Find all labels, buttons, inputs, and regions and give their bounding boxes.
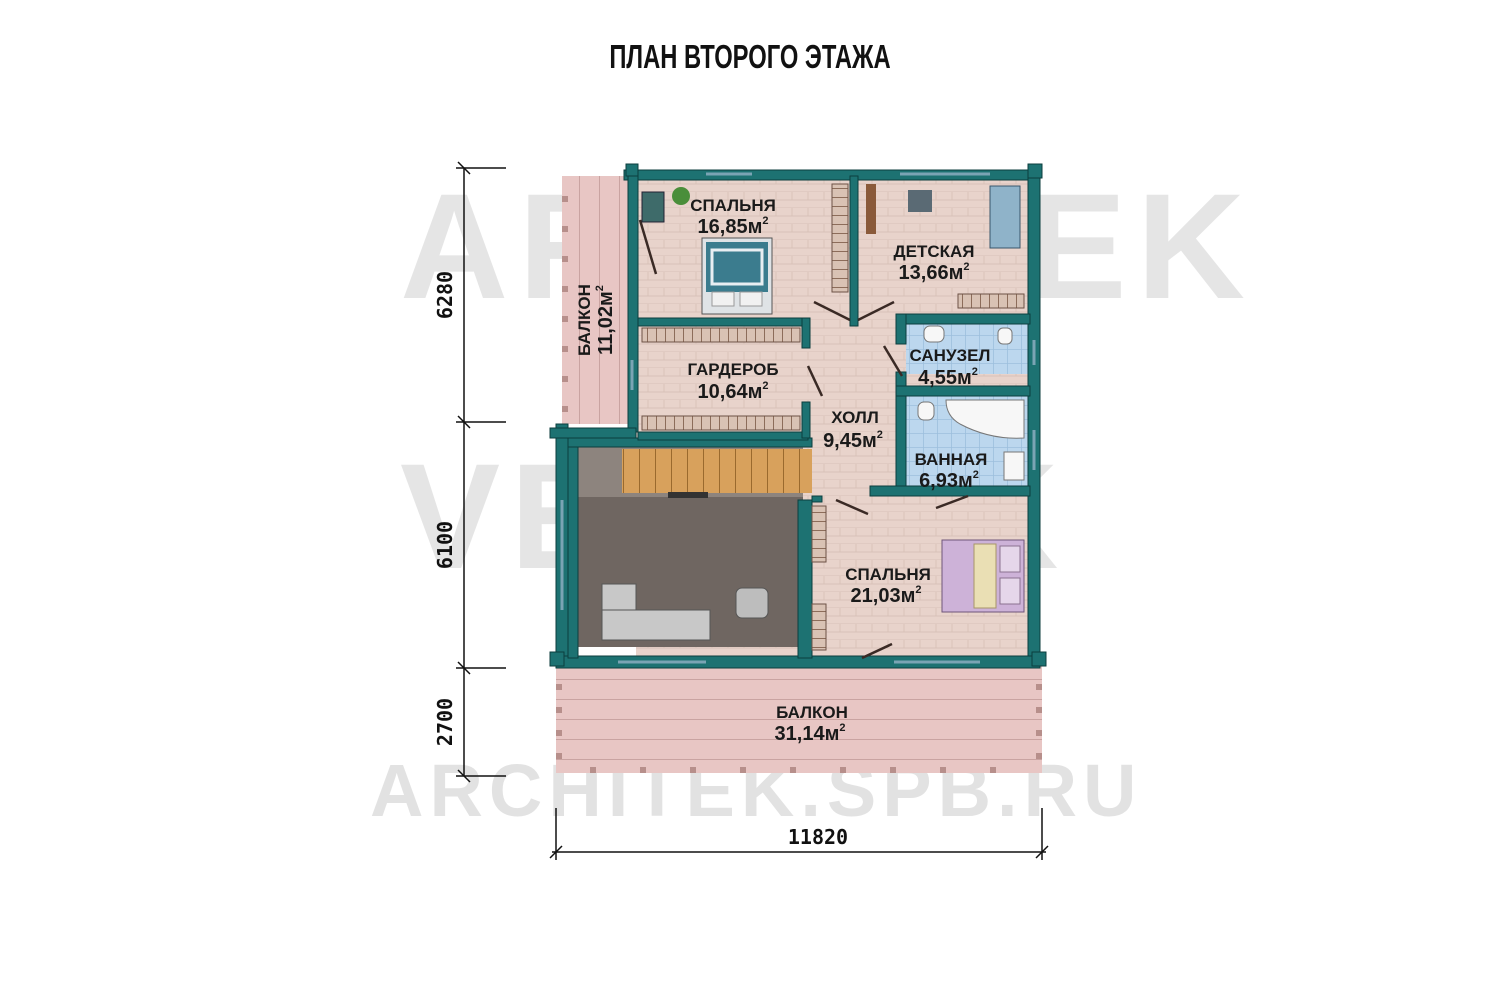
svg-text:9,45м2: 9,45м2: [823, 429, 883, 452]
svg-text:10,64м2: 10,64м2: [698, 380, 769, 403]
plant-icon: [672, 187, 690, 205]
dimension-left-top: 6280: [433, 271, 457, 319]
balcony-side-deck: [562, 176, 628, 424]
tv-icon: [668, 492, 708, 498]
windows: [560, 172, 1036, 664]
dimension-left-middle: 6100: [433, 521, 457, 569]
room-label-bedroom2: СПАЛЬНЯ 21,03м2: [845, 565, 931, 607]
shelf-kids: [957, 293, 1025, 309]
bath-toilet-icon: [917, 401, 935, 421]
wardrobe-shelf-bottom: [641, 415, 801, 431]
svg-text:СПАЛЬНЯ: СПАЛЬНЯ: [690, 196, 776, 215]
svg-text:СПАЛЬНЯ: СПАЛЬНЯ: [845, 565, 931, 584]
svg-text:БАЛКОН: БАЛКОН: [575, 284, 594, 356]
bed-bedroom2: [941, 539, 1025, 613]
svg-text:21,03м2: 21,03м2: [851, 584, 922, 607]
svg-text:ХОЛЛ: ХОЛЛ: [831, 408, 879, 427]
svg-text:4,55м2: 4,55м2: [918, 366, 978, 389]
kids-bed-icon: [989, 185, 1021, 249]
svg-text:ДЕТСКАЯ: ДЕТСКАЯ: [894, 242, 975, 261]
room-label-hall: ХОЛЛ 9,45м2: [823, 408, 883, 452]
dimension-left-bottom: 2700: [433, 698, 457, 746]
bath-sink-icon: [1003, 451, 1025, 481]
shelf-bedroom2-top: [811, 505, 827, 563]
wardrobe-shelf-top: [641, 327, 801, 343]
doors: [638, 219, 969, 660]
desk-icon: [641, 191, 665, 223]
shelf-bedroom1: [831, 183, 849, 293]
svg-text:31,14м2: 31,14м2: [775, 722, 846, 745]
dimension-bottom: 11820: [788, 825, 848, 849]
room-label-wc: САНУЗЕЛ 4,55м2: [910, 346, 991, 389]
room-label-kids: ДЕТСКАЯ 13,66м2: [894, 242, 975, 284]
bed-bedroom1: [701, 237, 773, 315]
room-label-wardrobe: ГАРДЕРОБ 10,64м2: [687, 360, 778, 403]
svg-text:ВАННАЯ: ВАННАЯ: [915, 450, 988, 469]
svg-text:11,02м2: 11,02м2: [594, 285, 617, 355]
svg-text:САНУЗЕЛ: САНУЗЕЛ: [910, 346, 991, 365]
svg-text:БАЛКОН: БАЛКОН: [776, 703, 848, 722]
room-label-bedroom1: СПАЛЬНЯ 16,85м2: [690, 196, 776, 238]
balcony-railing-posts: [556, 196, 1042, 773]
sofa-icon: [601, 583, 711, 641]
svg-text:13,66м2: 13,66м2: [899, 261, 970, 284]
balcony-front-deck: [556, 665, 1042, 773]
svg-text:ГАРДЕРОБ: ГАРДЕРОБ: [687, 360, 778, 379]
dimension-lines: [456, 161, 1049, 860]
svg-text:6,93м2: 6,93м2: [919, 469, 979, 492]
room-label-balcony-front: БАЛКОН 31,14м2: [775, 703, 848, 745]
room-label-bath: ВАННАЯ 6,93м2: [915, 450, 988, 492]
bathtub-icon: [945, 399, 1025, 439]
armchair-icon: [735, 587, 769, 619]
kids-desk-icon: [866, 184, 876, 234]
shelf-bedroom2-bottom: [811, 603, 827, 651]
svg-text:16,85м2: 16,85м2: [698, 215, 769, 238]
page-title: ПЛАН ВТОРОГО ЭТАЖА: [609, 38, 891, 75]
room-label-balcony-side: БАЛКОН 11,02м2: [575, 284, 617, 356]
toilet-icon: [997, 327, 1013, 345]
chair-icon: [908, 190, 932, 212]
sink-icon: [923, 325, 945, 343]
staircase: [622, 449, 812, 493]
